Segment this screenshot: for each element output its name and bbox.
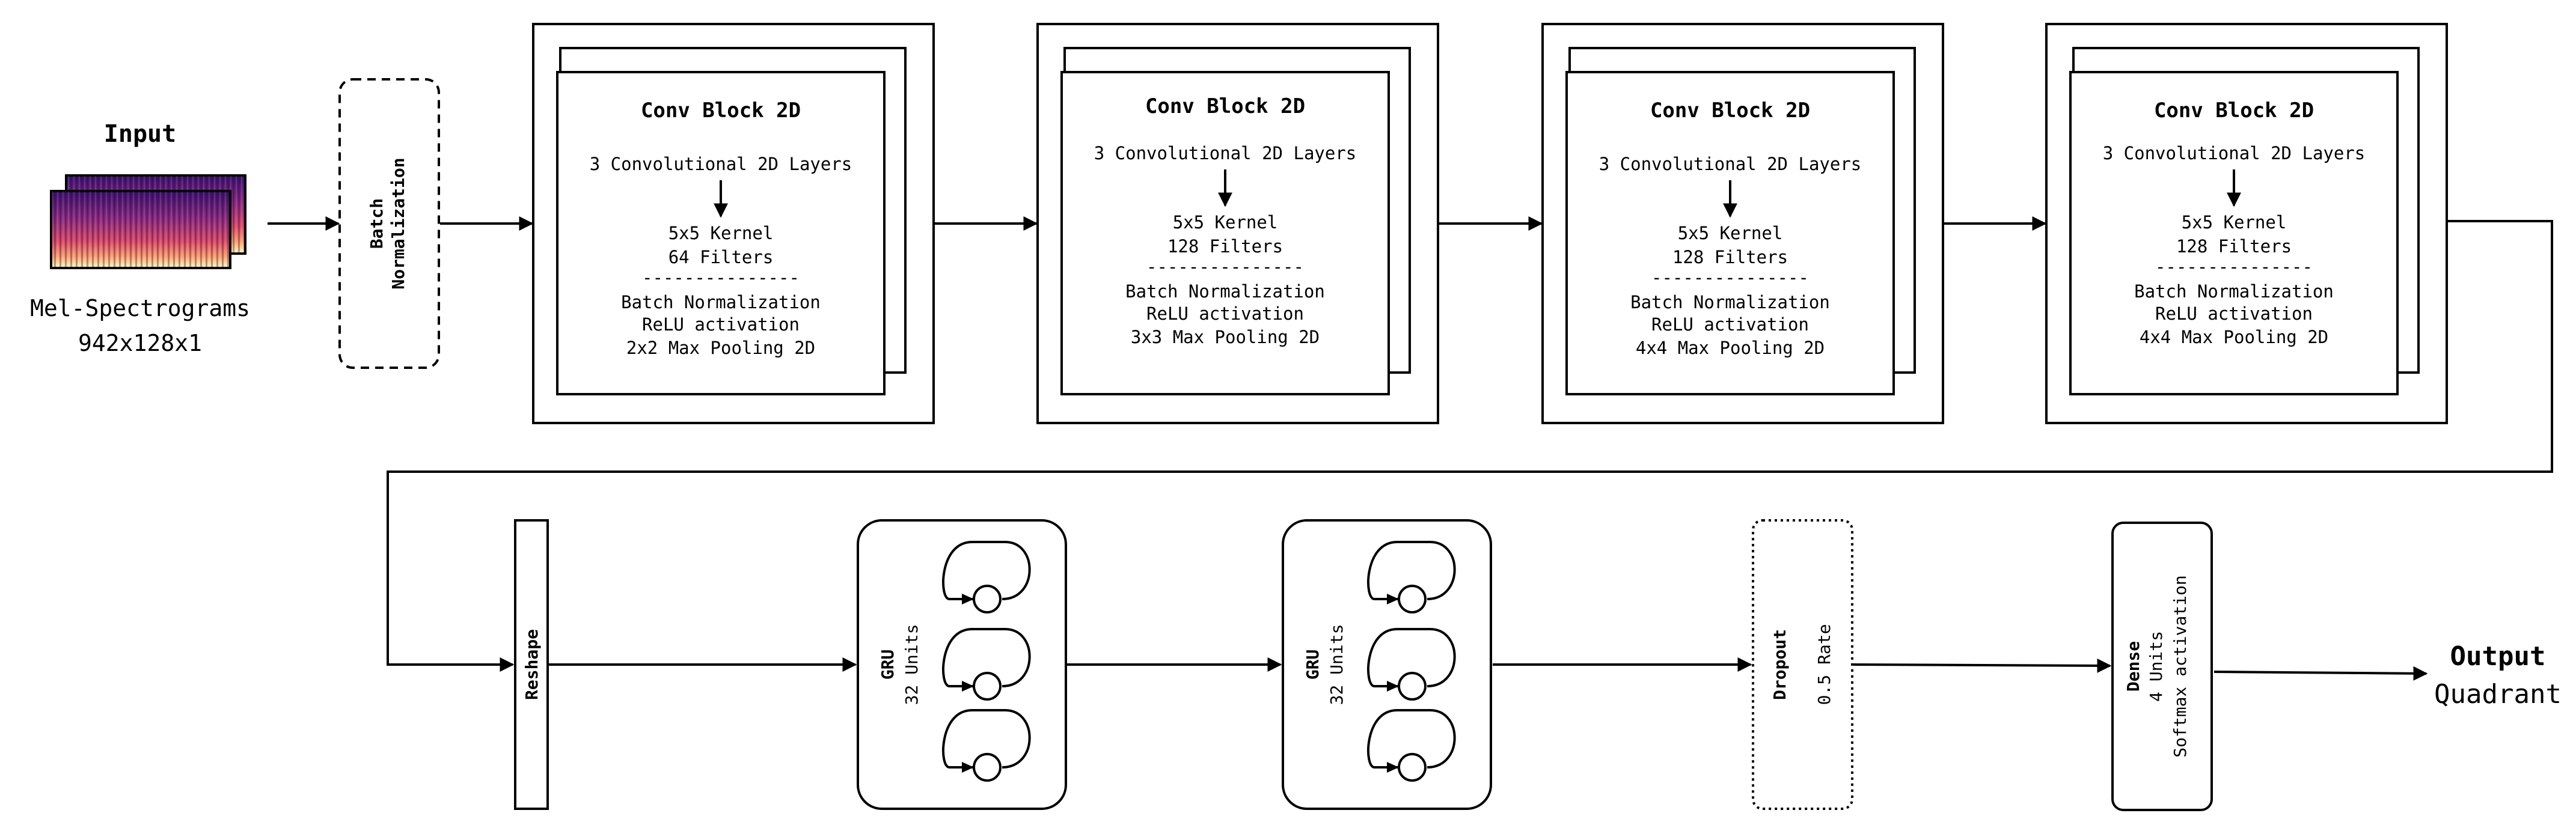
conv-block-filters: 64 Filters <box>668 247 774 267</box>
dropout-box <box>1752 519 1853 810</box>
dense-box <box>2111 522 2213 811</box>
output-title: Output <box>2450 641 2546 672</box>
conv-block-pooling: 4x4 Max Pooling 2D <box>1636 338 1825 358</box>
input-title: Input <box>104 120 176 148</box>
conv-block-layers: 3 Convolutional 2D Layers <box>2103 143 2366 163</box>
dropout-rate: 0.5 Rate <box>1814 624 1834 705</box>
conv-block-front-layer <box>556 71 886 395</box>
recurrent-loop-icon <box>942 541 1031 613</box>
gru-title: GRU <box>878 650 898 680</box>
recurrent-loop-icon <box>942 628 1031 701</box>
conv-block-batchnorm: Batch Normalization <box>621 292 821 312</box>
conv-block-front-layer <box>1060 71 1390 395</box>
conv-block-separator: --------------- <box>2155 257 2313 277</box>
conv-block-3: Conv Block 2D 3 Convolutional 2D Layers 5x… <box>1541 23 1944 424</box>
conv-block-filters: 128 Filters <box>1672 247 1788 267</box>
conv-block-kernel: 5x5 Kernel <box>1173 212 1278 233</box>
gru-units: 32 Units <box>1327 624 1347 705</box>
conv-block-separator: --------------- <box>1146 257 1304 277</box>
recurrent-loop-icon <box>1367 709 1456 782</box>
input-caption-line1: Mel-Spectrograms <box>30 295 250 321</box>
conv-block-kernel: 5x5 Kernel <box>1678 223 1783 243</box>
dense-title: Dense <box>2123 641 2143 692</box>
conv-block-activation: ReLU activation <box>642 314 800 335</box>
dropout-title: Dropout <box>1770 629 1790 700</box>
batch-normalization-box <box>338 78 440 369</box>
conv-block-batchnorm: Batch Normalization <box>1125 281 1325 302</box>
gru-units: 32 Units <box>902 624 922 705</box>
conv-block-batchnorm: Batch Normalization <box>2134 281 2334 302</box>
conv-block-front-layer <box>1565 71 1895 395</box>
output-caption: Quadrant <box>2434 679 2562 710</box>
conv-block-title: Conv Block 2D <box>2154 99 2314 123</box>
recurrent-loop-icon <box>942 709 1031 782</box>
arrow-dense-to-output <box>2213 666 2428 681</box>
conv-block-title: Conv Block 2D <box>1145 94 1305 118</box>
conv-block-title: Conv Block 2D <box>1650 99 1810 123</box>
bn-label-line1: Batch <box>367 198 387 249</box>
conv-block-pooling: 2x2 Max Pooling 2D <box>626 338 815 358</box>
conv-block-activation: ReLU activation <box>1651 314 1809 335</box>
conv-block-4: Conv Block 2D 3 Convolutional 2D Layers 5x… <box>2045 23 2448 424</box>
spectrogram-image <box>50 174 246 269</box>
conv-block-pooling: 4x4 Max Pooling 2D <box>2140 327 2328 347</box>
connector-conv4-to-reshape <box>387 220 2553 672</box>
conv-block-layers: 3 Convolutional 2D Layers <box>1094 143 1357 163</box>
conv-block-1: Conv Block 2D 3 Convolutional 2D Layers 5x… <box>532 23 935 424</box>
conv-block-separator: --------------- <box>642 267 800 288</box>
conv-block-2: Conv Block 2D 3 Convolutional 2D Layers 5x… <box>1036 23 1439 424</box>
conv-block-batchnorm: Batch Normalization <box>1630 292 1830 312</box>
gru-title: GRU <box>1303 650 1323 680</box>
conv-block-kernel: 5x5 Kernel <box>668 223 774 243</box>
reshape-label: Reshape <box>522 629 542 700</box>
conv-block-separator: --------------- <box>1651 267 1809 288</box>
conv-blocks-group: Conv Block 2D 3 Convolutional 2D Layers 5x… <box>532 23 2448 424</box>
bn-label-line2: Normalization <box>388 157 408 289</box>
conv-block-filters: 128 Filters <box>1167 236 1283 257</box>
conv-block-pooling: 3x3 Max Pooling 2D <box>1131 327 1320 347</box>
input-caption-line2: 942x128x1 <box>78 330 202 356</box>
conv-block-title: Conv Block 2D <box>641 99 801 123</box>
conv-block-filters: 128 Filters <box>2176 236 2292 257</box>
dense-units: 4 Units <box>2146 631 2166 702</box>
dense-activation: Softmax activation <box>2170 575 2190 757</box>
conv-block-kernel: 5x5 Kernel <box>2182 212 2287 233</box>
conv-block-activation: ReLU activation <box>1146 303 1304 324</box>
conv-block-layers: 3 Convolutional 2D Layers <box>1599 154 1862 174</box>
reshape-box <box>514 519 549 810</box>
recurrent-loop-icon <box>1367 628 1456 701</box>
gru-box <box>1282 519 1492 810</box>
conv-block-activation: ReLU activation <box>2155 303 2313 324</box>
recurrent-loop-icon <box>1367 541 1456 613</box>
conv-block-layers: 3 Convolutional 2D Layers <box>590 154 852 174</box>
gru-box <box>857 519 1067 810</box>
conv-block-front-layer <box>2069 71 2399 395</box>
arrow-dropout-to-dense <box>1853 658 2112 673</box>
